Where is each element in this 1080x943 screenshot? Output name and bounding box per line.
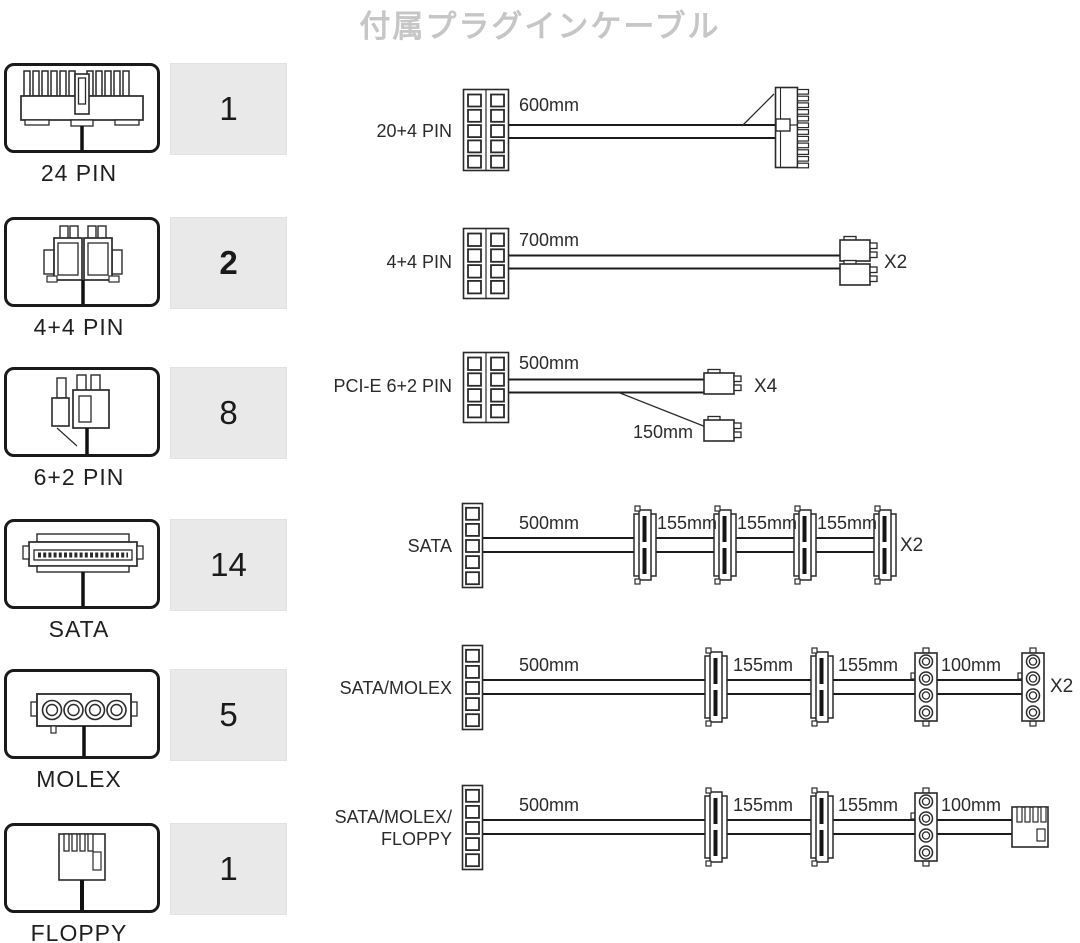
- length-label: 155mm: [838, 795, 899, 815]
- length-label: 155mm: [733, 795, 794, 815]
- quantity-value: 14: [210, 546, 247, 583]
- sata-plug-icon: [810, 787, 834, 867]
- connector-label: 4+4 PIN: [33, 314, 125, 340]
- quantity-value: 2: [219, 244, 238, 281]
- legend-box-molex: [4, 669, 160, 759]
- quantity-badge: 1: [170, 823, 287, 915]
- quantity-value: 8: [219, 394, 238, 431]
- length-label: 500mm: [519, 795, 580, 815]
- cable-drawing-20plus4pin: [462, 86, 810, 172]
- psu-socket-icon: [462, 88, 510, 172]
- cable-label: PCI-E 6+2 PIN: [333, 376, 452, 396]
- psu-socket-icon: [461, 644, 484, 731]
- length-label: 500mm: [519, 655, 580, 675]
- 24pin-connector-icon: [20, 70, 144, 150]
- connector-label: MOLEX: [36, 766, 122, 792]
- molex-connector-icon: [30, 693, 138, 756]
- quantity-badge: 5: [170, 669, 287, 761]
- cable-label-line1: SATA/MOLEX/: [334, 807, 452, 827]
- psu-socket-icon: [462, 227, 510, 300]
- length-label: 500mm: [519, 353, 580, 373]
- legend-box-24pin: [4, 63, 160, 153]
- cable-label: SATA/MOLEX: [339, 678, 452, 698]
- quantity-value: 1: [219, 850, 238, 887]
- cable-drawing-sata-molex-floppy: [461, 784, 1049, 871]
- cable-drawing-4plus4pin: [462, 227, 878, 300]
- multiplier-label: X4: [754, 376, 778, 397]
- legend-box-4plus4pin: [4, 217, 160, 307]
- sata-plug-icon: [704, 647, 728, 727]
- quantity-badge: 8: [170, 367, 287, 459]
- pcie-plug-icon: [703, 368, 742, 395]
- quantity-badge: 2: [170, 217, 287, 309]
- quantity-badge: 14: [170, 519, 287, 611]
- sata-connector-icon: [22, 533, 144, 606]
- cable-label: 20+4 PIN: [376, 121, 452, 141]
- length-label: 500mm: [519, 513, 580, 533]
- connector-label: FLOPPY: [30, 920, 128, 943]
- cpu-plug-icon: [839, 259, 878, 286]
- connector-label: SATA: [48, 616, 110, 642]
- length-label: 600mm: [519, 95, 580, 115]
- quantity-value: 5: [219, 696, 238, 733]
- psu-socket-icon: [461, 784, 484, 871]
- molex-plug-icon: [910, 787, 938, 867]
- cable-drawing-sata-molex: [461, 644, 1045, 731]
- cable-label: SATA/MOLEX/ FLOPPY: [335, 806, 452, 850]
- sata-plug-icon: [713, 505, 737, 585]
- legend-box-floppy: [4, 823, 160, 913]
- sata-plug-icon: [633, 505, 657, 585]
- quantity-badge: 1: [170, 63, 287, 155]
- sata-plug-icon: [704, 787, 728, 867]
- sata-plug-icon: [873, 505, 897, 585]
- length-label: 155mm: [657, 513, 718, 533]
- cable-label-line2: FLOPPY: [380, 829, 452, 849]
- sata-plug-icon: [810, 647, 834, 727]
- legend-box-6plus2pin: [4, 367, 160, 457]
- cable-label: 4+4 PIN: [386, 252, 452, 272]
- pcie-plug-icon: [703, 415, 742, 442]
- page-title: 付属プラグインケーブル: [359, 9, 721, 44]
- multiplier-label: X2: [1050, 676, 1074, 697]
- connector-label: 24 PIN: [40, 160, 118, 186]
- floppy-plug-icon: [1011, 806, 1049, 848]
- length-label: 155mm: [733, 655, 794, 675]
- length-label: 155mm: [737, 513, 798, 533]
- length-label: 150mm: [633, 422, 694, 442]
- multiplier-label: X2: [900, 535, 924, 556]
- cable-drawing-sata: [461, 502, 897, 589]
- length-label: 700mm: [519, 230, 580, 250]
- quantity-value: 1: [219, 90, 238, 127]
- legend-box-sata: [4, 519, 160, 609]
- length-label: 155mm: [838, 655, 899, 675]
- length-label: 100mm: [941, 795, 1002, 815]
- cable-drawing-pcie: [462, 351, 742, 442]
- sata-plug-icon: [793, 505, 817, 585]
- multiplier-label: X2: [884, 252, 908, 273]
- molex-plug-icon: [1017, 647, 1045, 727]
- 6plus2pin-connector-icon: [51, 374, 110, 454]
- floppy-connector-icon: [58, 833, 106, 910]
- 4plus4pin-connector-icon: [43, 225, 123, 304]
- connector-label: 6+2 PIN: [33, 464, 125, 490]
- length-label: 155mm: [817, 513, 878, 533]
- molex-plug-icon: [910, 647, 938, 727]
- length-label: 100mm: [941, 655, 1002, 675]
- cpu-plug-icon: [839, 235, 878, 262]
- cable-label: SATA: [407, 536, 452, 556]
- psu-socket-icon: [462, 351, 510, 424]
- psu-socket-icon: [461, 502, 484, 589]
